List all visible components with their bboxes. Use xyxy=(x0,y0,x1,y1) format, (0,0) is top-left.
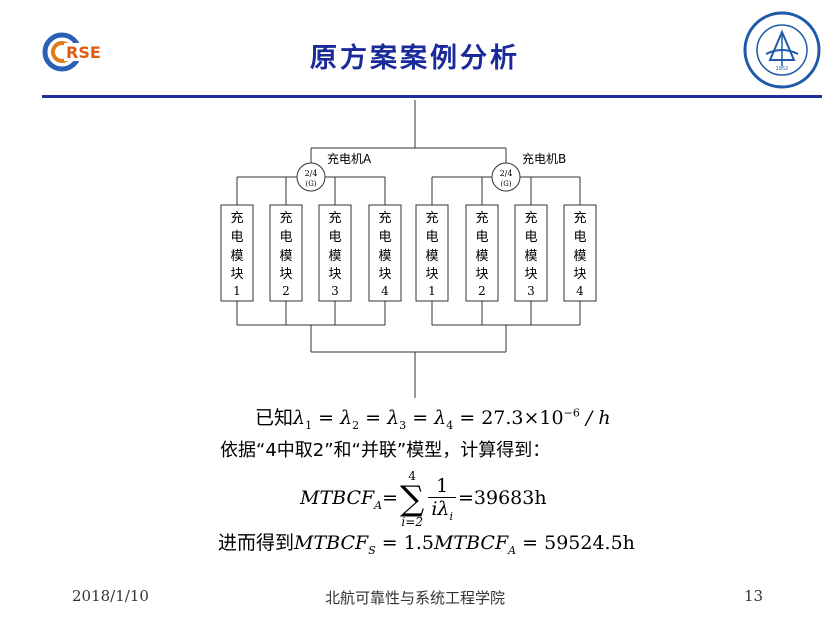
rse-logo: RSE xyxy=(42,28,106,76)
svg-text:块: 块 xyxy=(475,267,488,282)
svg-text:块: 块 xyxy=(230,267,243,282)
page-title: 原方案案例分析 xyxy=(310,43,520,74)
svg-text:电: 电 xyxy=(279,230,292,245)
svg-text:块: 块 xyxy=(425,267,438,282)
svg-text:模: 模 xyxy=(524,249,537,264)
footer-institution: 北航可靠性与系统工程学院 xyxy=(324,589,505,607)
svg-text:2: 2 xyxy=(478,284,486,298)
svg-text:块: 块 xyxy=(524,267,537,282)
svg-text:充: 充 xyxy=(573,210,586,226)
group-label-b: 充电机B xyxy=(522,151,566,166)
university-seal-logo: 1952 xyxy=(742,10,822,90)
svg-text:电: 电 xyxy=(328,230,341,245)
svg-text:模: 模 xyxy=(475,249,488,264)
svg-text:块: 块 xyxy=(279,267,292,282)
svg-text:充: 充 xyxy=(475,210,488,226)
svg-text:2/4: 2/4 xyxy=(500,169,513,178)
module-block: 充 电 模 块 2 xyxy=(465,204,499,302)
svg-text:模: 模 xyxy=(573,249,586,264)
svg-text:4: 4 xyxy=(381,284,389,298)
svg-text:电: 电 xyxy=(524,230,537,245)
module-block: 充 电 模 块 1 xyxy=(415,204,449,302)
svg-text:2: 2 xyxy=(282,284,290,298)
svg-text:3: 3 xyxy=(331,284,339,298)
svg-text:电: 电 xyxy=(573,230,586,245)
svg-text:模: 模 xyxy=(425,249,438,264)
svg-text:块: 块 xyxy=(378,267,391,282)
title-divider xyxy=(42,95,822,98)
page-number: 13 xyxy=(744,587,764,605)
module-block: 充 电 模 块 3 xyxy=(514,204,548,302)
svg-text:充: 充 xyxy=(230,210,243,226)
module-block: 充 电 模 块 4 xyxy=(563,204,597,302)
module-block: 充 电 模 块 3 xyxy=(318,204,352,302)
svg-text:充: 充 xyxy=(425,210,438,226)
svg-text:充: 充 xyxy=(524,210,537,226)
svg-text:(G): (G) xyxy=(500,180,511,188)
reliability-block-diagram: 2/4 (G) 充电机A 2/4 (G) 充电机B 充 电 模 块 1 充 电 … xyxy=(200,100,620,400)
vote-node-a: 2/4 (G) xyxy=(296,162,326,192)
svg-text:电: 电 xyxy=(378,230,391,245)
svg-text:电: 电 xyxy=(230,230,243,245)
svg-text:充: 充 xyxy=(378,210,391,226)
svg-text:模: 模 xyxy=(378,249,391,264)
svg-text:充: 充 xyxy=(279,210,292,226)
module-block: 充 电 模 块 4 xyxy=(368,204,402,302)
module-block: 充 电 模 块 1 xyxy=(220,204,254,302)
group-label-a: 充电机A xyxy=(327,151,372,166)
vote-node-b: 2/4 (G) xyxy=(491,162,521,192)
svg-text:电: 电 xyxy=(475,230,488,245)
module-block: 充 电 模 块 2 xyxy=(269,204,303,302)
footer-date: 2018/1/10 xyxy=(72,587,149,605)
mtbcf-s-formula: 进而得到MTBCFS = 1.5MTBCFA = 59524.5h xyxy=(218,532,635,557)
svg-text:3: 3 xyxy=(527,284,535,298)
svg-text:RSE: RSE xyxy=(66,43,101,62)
svg-text:4: 4 xyxy=(576,284,584,298)
model-basis-text: 依据“4中取2”和“并联”模型，计算得到： xyxy=(220,440,551,461)
svg-text:1: 1 xyxy=(428,284,436,298)
svg-text:模: 模 xyxy=(328,249,341,264)
svg-text:电: 电 xyxy=(425,230,438,245)
svg-text:1: 1 xyxy=(233,284,241,298)
svg-text:模: 模 xyxy=(230,249,243,264)
svg-text:充: 充 xyxy=(328,210,341,226)
svg-text:(G): (G) xyxy=(305,180,316,188)
svg-text:1952: 1952 xyxy=(776,66,789,72)
svg-text:2/4: 2/4 xyxy=(305,169,318,178)
known-failure-rate-formula: 已知λ1 = λ2 = λ3 = λ4 = 27.3×10−6 / h xyxy=(255,406,611,432)
svg-text:块: 块 xyxy=(328,267,341,282)
svg-text:块: 块 xyxy=(573,267,586,282)
svg-text:模: 模 xyxy=(279,249,292,264)
